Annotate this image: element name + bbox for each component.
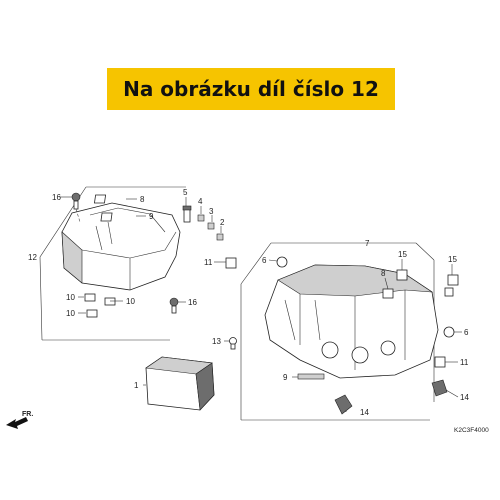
- part-number-banner: Na obrázku díl číslo 12: [107, 68, 395, 110]
- bolt-5: [182, 205, 192, 223]
- strap-14-right: [431, 379, 448, 397]
- pad-10-a: [84, 293, 96, 302]
- grommet-6-right: [443, 326, 455, 338]
- callout-15-right: 15: [448, 255, 457, 264]
- callout-14-left: 14: [360, 408, 369, 417]
- callout-16-mid: 16: [188, 298, 197, 307]
- callout-16-top: 16: [52, 193, 61, 202]
- callout-13: 13: [212, 337, 221, 346]
- callout-10-a: 10: [66, 293, 75, 302]
- callout-11-right: 11: [460, 358, 469, 367]
- clip-11-right: [434, 356, 446, 368]
- callout-6-right: 6: [464, 328, 469, 337]
- callout-8-a: 8: [140, 195, 145, 204]
- callout-12: 12: [28, 253, 37, 262]
- callout-3: 3: [209, 207, 214, 216]
- pad-8-a: [94, 194, 107, 204]
- callout-15-left: 15: [398, 250, 407, 259]
- pad-8-b: [100, 212, 113, 222]
- callout-1: 1: [134, 381, 139, 390]
- callout-4: 4: [198, 197, 203, 206]
- clip-15-left: [396, 269, 408, 281]
- grommet-6-left: [276, 256, 288, 268]
- callout-9-label: 9: [283, 373, 288, 382]
- banner-text: Na obrázku díl číslo 12: [123, 77, 379, 101]
- nut-4: [197, 214, 205, 222]
- nut-2: [216, 233, 224, 241]
- bolt-16-top: [71, 192, 81, 210]
- leader-lines: [60, 196, 462, 412]
- callout-2: 2: [220, 218, 225, 227]
- callout-8-right: 8: [381, 269, 386, 278]
- callout-5: 5: [183, 188, 188, 197]
- callout-8-b: 9: [149, 212, 154, 221]
- grommet-13: [229, 337, 237, 350]
- callout-11-top: 11: [204, 258, 213, 267]
- pad-8-right: [382, 288, 394, 299]
- strip-9: [297, 373, 325, 380]
- direction-label: FR.: [22, 411, 33, 418]
- clip-11-top: [225, 257, 237, 269]
- strap-14-left: [334, 394, 353, 415]
- battery-1: [145, 356, 215, 411]
- diagram-code: K2C3F4000: [454, 427, 489, 434]
- pad-10-c: [86, 309, 98, 318]
- callout-14-right: 14: [460, 393, 469, 402]
- callout-10-b: 10: [126, 297, 135, 306]
- battery-cover-12: [61, 202, 181, 291]
- callout-6-left: 6: [262, 256, 267, 265]
- nut-3: [207, 222, 215, 230]
- clip-15-right: [447, 274, 459, 286]
- battery-box-7: [264, 264, 439, 379]
- bolt-16-mid: [169, 297, 179, 314]
- clip-11-far: [444, 287, 454, 297]
- bracket-12: [39, 186, 186, 341]
- front-direction-arrow-icon: [6, 417, 28, 429]
- callout-10-c: 10: [66, 309, 75, 318]
- callout-7: 7: [365, 239, 370, 248]
- pad-10-b: [104, 297, 116, 306]
